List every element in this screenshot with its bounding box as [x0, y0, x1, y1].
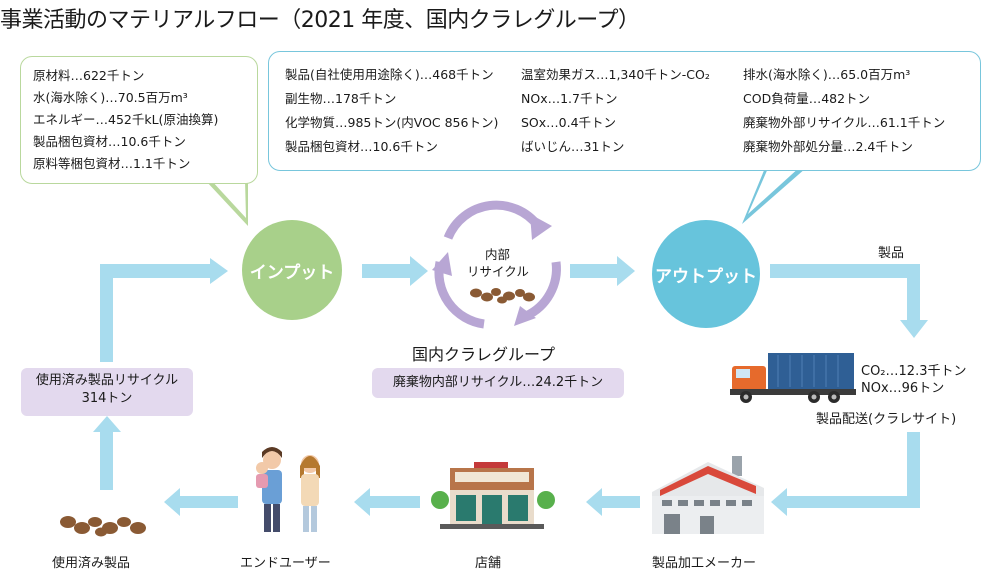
arrow-output-to-truck: [770, 264, 928, 338]
store-icon: [431, 462, 555, 529]
group-name: 国内クラレグループ: [412, 345, 556, 364]
input-item: 原料等梱包資材…1.1千トン: [33, 156, 191, 171]
output-details-box: 製品(自社使用用途除く)…468千トン 副生物…178千トン 化学物質…985ト…: [268, 51, 981, 171]
output-item: 廃棄物外部処分量…2.4千トン: [743, 139, 913, 154]
output-item: 排水(海水除く)…65.0百万m³: [743, 67, 911, 82]
used-recycle-value: 314トン: [81, 391, 133, 406]
internal-recycle-value: 廃棄物内部リサイクル…24.2千トン: [372, 368, 624, 398]
output-item: NOx…1.7千トン: [521, 91, 618, 106]
output-item: 製品(自社使用用途除く)…468千トン: [285, 67, 494, 82]
arrow-truck-to-manufacturer: [771, 432, 920, 516]
output-item: SOx…0.4千トン: [521, 115, 617, 130]
output-item: COD負荷量…482トン: [743, 91, 871, 106]
input-item: エネルギー…452千kL(原油換算): [33, 112, 219, 127]
delivery-label: 製品配送(クラレサイト): [816, 412, 957, 427]
used-recycle-title: 使用済み製品リサイクル: [35, 373, 179, 388]
input-node: インプット: [242, 220, 342, 320]
factory-icon: [652, 456, 764, 534]
arrow-enduser-to-used: [164, 488, 238, 516]
product-label: 製品: [878, 246, 905, 261]
end-user-label: エンドユーザー: [240, 556, 331, 571]
output-item: 製品梱包資材…10.6千トン: [285, 139, 438, 154]
delivery-nox: NOx…96トン: [861, 381, 945, 396]
arrow-recycle-up-right: [100, 258, 228, 362]
output-node: アウトプット: [652, 220, 760, 328]
recycle-arrowheads: [432, 214, 552, 326]
internal-recycle-ring: [434, 200, 561, 329]
input-callout-tail-inner: [211, 180, 246, 218]
output-item: 廃棄物外部リサイクル…61.1千トン: [743, 115, 946, 130]
store-label: 店舗: [475, 556, 502, 571]
output-item: ばいじん…31トン: [521, 139, 625, 154]
input-item: 水(海水除く)…70.5百万m³: [33, 90, 188, 105]
arrow-store-to-enduser: [354, 488, 420, 516]
pellets-icon: [470, 288, 535, 304]
used-product-recycle-box: 使用済み製品リサイクル 314トン: [21, 368, 193, 416]
output-item: 副生物…178千トン: [285, 91, 397, 106]
input-details-box: 原材料…622千トン 水(海水除く)…70.5百万m³ エネルギー…452千kL…: [20, 56, 258, 184]
output-callout-tail-inner: [748, 166, 801, 214]
arrow-manufacturer-to-store: [586, 488, 640, 516]
arrow-recycle-to-output: [570, 256, 635, 286]
input-item: 原材料…622千トン: [33, 68, 145, 83]
internal-recycle-label-line1: 内部: [485, 247, 511, 262]
arrow-input-to-recycle: [362, 256, 428, 286]
output-item: 温室効果ガス…1,340千トン-CO₂: [521, 67, 710, 82]
delivery-co2: CO₂…12.3千トン: [861, 364, 967, 379]
internal-recycle-label-line2: リサイクル: [467, 264, 529, 279]
used-products-label: 使用済み製品: [52, 556, 131, 571]
end-user-family-icon: [256, 447, 320, 532]
page-title: 事業活動のマテリアルフロー（2021 年度、国内クラレグループ）: [0, 8, 640, 33]
arrow-used-up-to-recycle: [93, 416, 121, 490]
input-item: 製品梱包資材…10.6千トン: [33, 134, 186, 149]
delivery-truck-icon: [730, 353, 856, 403]
output-item: 化学物質…985トン(内VOC 856トン): [285, 115, 499, 130]
manufacturer-label: 製品加工メーカー: [652, 556, 757, 571]
used-products-pellets-icon: [60, 516, 146, 537]
output-callout-tail: [742, 168, 806, 224]
